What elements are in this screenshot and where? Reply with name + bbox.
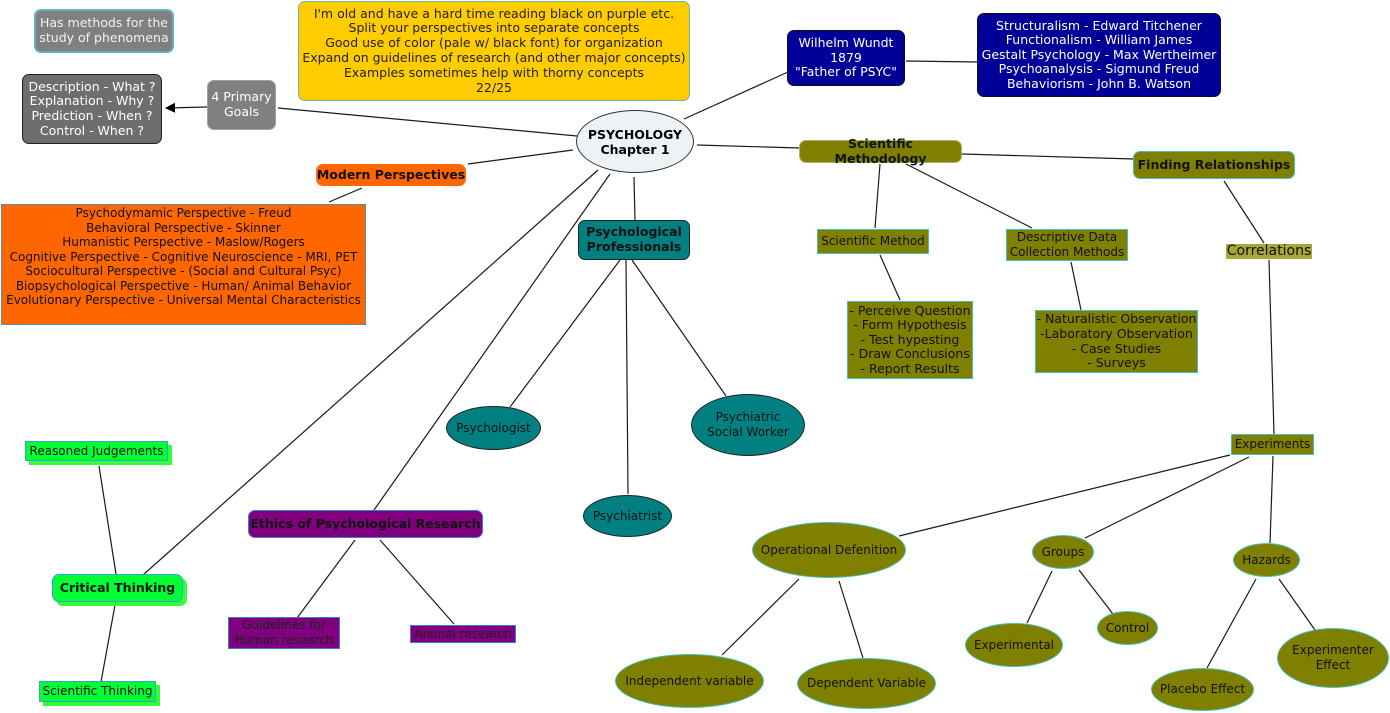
edge-methodology-relationships xyxy=(961,153,1135,160)
dependent-variable-node[interactable]: Dependent Variable xyxy=(797,658,936,709)
hazards-node[interactable]: Hazards xyxy=(1233,543,1300,577)
experiments-node[interactable]: Experiments xyxy=(1231,434,1314,455)
placebo-effect-node[interactable]: Placebo Effect xyxy=(1151,668,1254,711)
edge-method-steps xyxy=(879,254,901,301)
scientific-method-steps-node[interactable]: - Perceive Question - Form Hypothesis - … xyxy=(847,301,973,379)
edge-ethics-human xyxy=(296,539,356,619)
schools-of-thought-node[interactable]: Structuralism - Edward Titchener Functio… xyxy=(977,13,1221,97)
animal-research-node[interactable]: Animal research xyxy=(410,625,516,643)
edge-center-professionals xyxy=(633,176,636,221)
edge-critical-scientific xyxy=(100,604,116,683)
edge-critical-reasoned xyxy=(98,465,117,575)
goals-list-node[interactable]: Description - What ? Explanation - Why ?… xyxy=(22,74,162,144)
descriptive-methods-node[interactable]: Descriptive Data Collection Methods xyxy=(1006,229,1128,261)
note-has-methods[interactable]: Has methods for the study of phenomena xyxy=(34,9,174,53)
psychological-professionals-node[interactable]: Psychological Professionals xyxy=(578,220,690,260)
edge-descriptive-list xyxy=(1070,261,1082,311)
edge-center-methodology xyxy=(696,144,801,149)
edge-center-critical xyxy=(142,169,599,576)
correlations-node[interactable]: Correlations xyxy=(1226,243,1312,260)
edge-center-goals xyxy=(277,107,578,137)
edge-goals-list xyxy=(165,102,208,113)
scientific-thinking-node[interactable]: Scientific Thinking xyxy=(39,681,156,702)
edge-operational-independent xyxy=(721,578,800,656)
critical-thinking-node[interactable]: Critical Thinking xyxy=(52,574,183,602)
experimenter-effect-node[interactable]: Experimenter Effect xyxy=(1277,628,1389,688)
edge-wundt-schools xyxy=(905,60,979,63)
control-group-node[interactable]: Control xyxy=(1097,611,1158,645)
edge-professionals-socialworker xyxy=(631,259,727,397)
edge-hazards-placebo xyxy=(1206,578,1257,669)
groups-node[interactable]: Groups xyxy=(1032,535,1094,569)
feedback-note[interactable]: I'm old and have a hard time reading bla… xyxy=(298,1,690,101)
wundt-node[interactable]: Wilhelm Wundt 1879 "Father of PSYC" xyxy=(787,30,905,86)
independent-variable-node[interactable]: Independent variable xyxy=(615,654,764,708)
perspectives-list-node[interactable]: Psychodymamic Perspective - Freud Behavi… xyxy=(1,204,366,325)
modern-perspectives-node[interactable]: Modern Perspectives xyxy=(316,164,466,186)
edge-modern-list xyxy=(328,187,363,203)
social-worker-node[interactable]: Psychiatric Social Worker xyxy=(691,394,805,456)
descriptive-methods-list-node[interactable]: - Naturalistic Observation -Laboratory O… xyxy=(1035,310,1198,373)
edge-hazards-experimenter xyxy=(1278,578,1316,631)
edge-groups-experimental xyxy=(1026,570,1053,624)
edge-correlations-experiments xyxy=(1268,259,1275,435)
psychologist-node[interactable]: Psychologist xyxy=(446,406,541,450)
edge-relationships-correlations xyxy=(1223,180,1265,244)
operational-definition-node[interactable]: Operational Defenition xyxy=(752,522,906,578)
edge-professionals-psychologist xyxy=(509,259,621,408)
edge-methodology-method xyxy=(874,163,881,229)
scientific-method-node[interactable]: Scientific Method xyxy=(817,229,929,254)
finding-relationships-node[interactable]: Finding Relationships xyxy=(1133,151,1295,179)
reasoned-judgements-node[interactable]: Reasoned Judgements xyxy=(25,441,168,461)
edge-center-ethics xyxy=(373,173,611,511)
scientific-methodology-node[interactable]: Scientific Methodology xyxy=(799,136,962,165)
edge-experiments-operational xyxy=(898,454,1231,537)
edge-operational-dependent xyxy=(838,580,864,659)
ethics-research-node[interactable]: Ethics of Psychological Research xyxy=(248,510,483,538)
edge-professionals-psychiatrist xyxy=(625,259,629,495)
experimental-group-node[interactable]: Experimental xyxy=(965,623,1063,667)
edge-methodology-descriptive xyxy=(905,163,1033,229)
edge-experiments-hazards xyxy=(1269,455,1274,544)
psychiatrist-node[interactable]: Psychiatrist xyxy=(583,495,672,537)
edge-center-modern xyxy=(467,149,574,165)
edge-center-wundt xyxy=(683,71,789,120)
central-topic-psychology[interactable]: PSYCHOLOGY Chapter 1 xyxy=(576,110,694,173)
guidelines-human-research-node[interactable]: Guidelines for Human research xyxy=(228,617,340,649)
primary-goals-node[interactable]: 4 Primary Goals xyxy=(207,80,276,130)
edge-experiments-groups xyxy=(1084,456,1250,539)
edge-groups-control xyxy=(1078,569,1114,615)
edge-ethics-animal xyxy=(379,539,455,625)
